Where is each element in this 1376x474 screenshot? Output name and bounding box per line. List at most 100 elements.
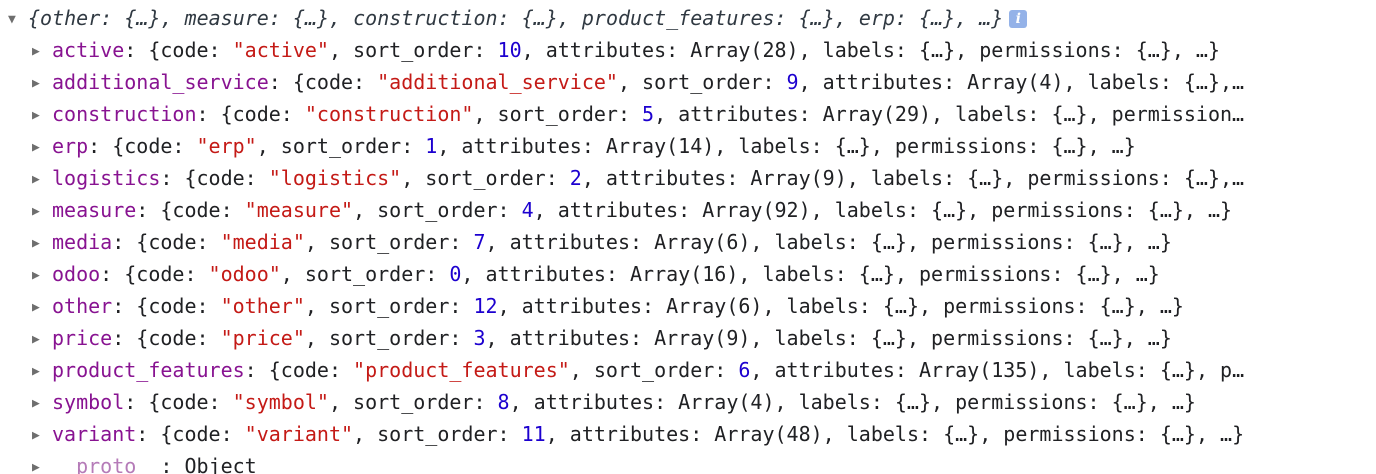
triangle-right-icon[interactable]: ▶: [32, 140, 40, 155]
sort-prefix: , sort_order:: [353, 422, 522, 446]
sort-order-value: 2: [569, 166, 582, 190]
entry-rest: , labels: {…}, permissions: {…},…: [846, 166, 1245, 190]
entry-row-media[interactable]: ▶media: {code: "media", sort_order: 7, a…: [32, 226, 1370, 258]
code-prefix: : {code:: [196, 102, 305, 126]
attributes-prefix: , attributes:: [437, 134, 606, 158]
triangle-right-icon[interactable]: ▶: [32, 76, 40, 91]
entry-key: erp: [52, 134, 89, 158]
entry-key: odoo: [52, 262, 101, 286]
attributes-value: Array(14): [605, 134, 715, 158]
entry-rest: , labels: {…}, permissions: {…}, …}: [762, 294, 1184, 318]
entry-separator: :: [160, 454, 185, 474]
attributes-value: Array(6): [654, 230, 751, 254]
triangle-right-icon[interactable]: ▶: [32, 236, 40, 251]
entry-key: construction: [52, 102, 197, 126]
entry-rest: , labels: {…}, permissions: {…}, …}: [714, 134, 1136, 158]
attributes-prefix: , attributes:: [497, 294, 667, 318]
triangle-right-icon[interactable]: ▶: [32, 300, 40, 315]
triangle-right-icon[interactable]: ▶: [32, 268, 40, 283]
code-prefix: : {code:: [268, 70, 378, 94]
triangle-right-icon[interactable]: ▶: [32, 204, 40, 219]
sort-order-value: 4: [521, 198, 534, 222]
sort-prefix: , sort_order:: [328, 38, 498, 62]
entry-key: measure: [52, 198, 137, 222]
code-value: "logistics": [268, 166, 402, 190]
attributes-value: Array(9): [750, 166, 847, 190]
attributes-value: Array(135): [918, 358, 1040, 382]
sort-order-value: 11: [521, 422, 546, 446]
attributes-value: Array(48): [714, 422, 823, 446]
sort-prefix: , sort_order:: [473, 102, 643, 126]
code-prefix: : {code:: [88, 134, 197, 158]
attributes-prefix: , attributes:: [581, 166, 751, 190]
code-prefix: : {code:: [124, 390, 233, 414]
proto-row[interactable]: ▶__proto__: Object: [32, 450, 1370, 474]
code-value: "construction": [304, 102, 474, 126]
entry-row-construction[interactable]: ▶ construction: {code: "construction", so…: [32, 98, 1370, 130]
code-value: "product_features": [353, 358, 570, 382]
triangle-right-icon[interactable]: ▶: [32, 332, 40, 347]
triangle-down-icon[interactable]: ▼: [8, 12, 16, 27]
entry-row-variant[interactable]: ▶variant: {code: "variant", sort_order: …: [32, 418, 1370, 450]
attributes-value: Array(92): [702, 198, 811, 222]
triangle-right-icon[interactable]: ▶: [32, 460, 40, 474]
triangle-right-icon[interactable]: ▶: [32, 44, 40, 59]
entry-rest: , labels: {…}, permissions: {…}, …}: [810, 198, 1233, 222]
code-value: "active": [232, 38, 329, 62]
code-value: "erp": [196, 134, 257, 158]
triangle-right-icon[interactable]: ▶: [32, 396, 40, 411]
sort-prefix: , sort_order:: [304, 326, 474, 350]
object-summary-row[interactable]: ▼ {other: {…}, measure: {…}, construction…: [8, 2, 1368, 34]
triangle-right-icon[interactable]: ▶: [32, 172, 40, 187]
entry-row-symbol[interactable]: ▶symbol: {code: "symbol", sort_order: 8,…: [32, 386, 1370, 418]
entry-rest: , labels: {…},…: [1063, 70, 1245, 94]
entry-key: variant: [52, 422, 137, 446]
entry-row-price[interactable]: ▶price: {code: "price", sort_order: 3, a…: [32, 322, 1370, 354]
entry-key: logistics: [52, 166, 161, 190]
attributes-prefix: , attributes:: [485, 230, 655, 254]
attributes-value: Array(28): [690, 38, 799, 62]
attributes-prefix: , attributes:: [509, 390, 679, 414]
attributes-value: Array(9): [654, 326, 751, 350]
code-prefix: : {code:: [112, 326, 221, 350]
entry-rest: , labels: {…}, permissions: {…}, …}: [750, 230, 1172, 254]
entry-row-logistics[interactable]: ▶logistics: {code: "logistics", sort_ord…: [32, 162, 1370, 194]
entry-row-product-features[interactable]: ▶ product_features: {code: "product_featu…: [32, 354, 1370, 386]
code-prefix: : {code:: [100, 262, 209, 286]
code-value: "odoo": [208, 262, 281, 286]
triangle-right-icon[interactable]: ▶: [32, 364, 40, 379]
attributes-prefix: , attributes:: [545, 422, 715, 446]
sort-order-value: 12: [473, 294, 498, 318]
attributes-value: Array(16): [630, 262, 739, 286]
entry-row-other[interactable]: ▶other: {code: "other", sort_order: 12, …: [32, 290, 1370, 322]
code-prefix: : {code:: [136, 422, 245, 446]
object-summary: {other: {…}, measure: {…}, construction:…: [28, 6, 1004, 30]
entry-row-active[interactable]: ▶active: {code: "active", sort_order: 10…: [32, 34, 1370, 66]
entry-rest: , labels: {…}, permissions: {…}, …}: [774, 390, 1196, 414]
entry-row-odoo[interactable]: ▶odoo: {code: "odoo", sort_order: 0, att…: [32, 258, 1370, 290]
triangle-right-icon[interactable]: ▶: [32, 108, 40, 123]
attributes-prefix: , attributes:: [798, 70, 968, 94]
sort-prefix: , sort_order:: [304, 230, 474, 254]
info-icon[interactable]: i: [1009, 10, 1028, 28]
code-prefix: : {code:: [160, 166, 269, 190]
sort-order-value: 5: [642, 102, 655, 126]
entry-row-measure[interactable]: ▶measure: {code: "measure", sort_order: …: [32, 194, 1370, 226]
attributes-prefix: , attributes:: [750, 358, 919, 382]
entry-key: media: [52, 230, 113, 254]
entry-row-erp[interactable]: ▶erp: {code: "erp", sort_order: 1, attri…: [32, 130, 1370, 162]
entry-key: price: [52, 326, 113, 350]
entry-rest: , labels: {…}, permissions: {…}, …}: [738, 262, 1160, 286]
code-value: "symbol": [232, 390, 329, 414]
triangle-right-icon[interactable]: ▶: [32, 428, 40, 443]
attributes-value: Array(4): [678, 390, 775, 414]
code-value: "media": [220, 230, 305, 254]
sort-order-value: 7: [473, 230, 486, 254]
attributes-prefix: , attributes:: [654, 102, 823, 126]
entry-rest: , labels: {…}, p…: [1039, 358, 1245, 382]
code-prefix: : {code:: [244, 358, 354, 382]
sort-order-value: 6: [738, 358, 751, 382]
entry-row-additional-service[interactable]: ▶additional_service: {code: "additional_…: [32, 66, 1370, 98]
entry-key: product_features: [52, 358, 245, 382]
entry-key: symbol: [52, 390, 125, 414]
